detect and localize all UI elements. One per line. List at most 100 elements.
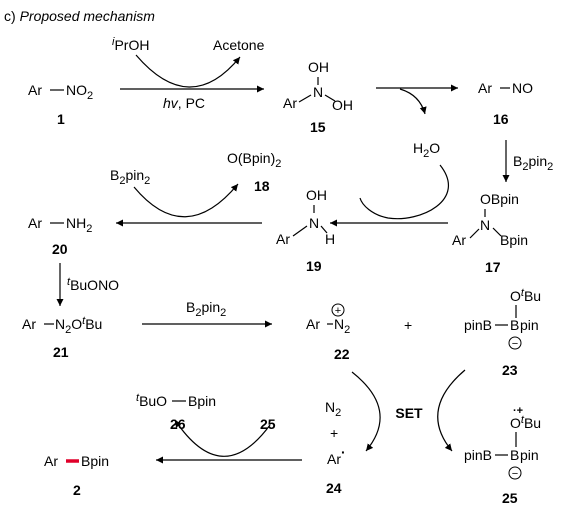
n-atom: N bbox=[313, 84, 323, 100]
n-atom: N bbox=[480, 217, 490, 233]
n2-label: N2 bbox=[325, 399, 341, 419]
charge-circle bbox=[508, 466, 522, 480]
charge-circle bbox=[508, 336, 522, 350]
pin-label: pin bbox=[520, 317, 539, 333]
b-atom: B bbox=[510, 447, 519, 463]
oh-top: OH bbox=[308, 59, 329, 75]
compound-1: Ar NO2 1 bbox=[28, 82, 93, 127]
diazoether-group: N2OtBu bbox=[55, 315, 102, 336]
obpin-label: OBpin bbox=[480, 191, 519, 207]
set-label: SET bbox=[395, 405, 423, 421]
compound-16: Ar NO 16 bbox=[478, 80, 533, 127]
aryl-radical: Ar· bbox=[327, 444, 346, 467]
compound-17: OBpin N Ar Bpin 17 bbox=[452, 191, 528, 275]
compound-number-25: 25 bbox=[502, 490, 518, 506]
bond bbox=[320, 225, 328, 234]
minus-charge: − bbox=[512, 468, 518, 480]
bond bbox=[324, 94, 336, 102]
reduction-arrow: B2pin2 bbox=[110, 167, 262, 227]
compound-number-21: 21 bbox=[53, 344, 69, 360]
borylation-arrow-down: B2pin2 bbox=[502, 140, 553, 182]
caption: c) Proposed mechanism bbox=[4, 8, 155, 24]
oh-right: OH bbox=[332, 97, 353, 113]
compound-22: + Ar N2 22 bbox=[306, 303, 350, 362]
compound-number-25-reagent: 25 bbox=[260, 416, 276, 432]
obpin2-label: O(Bpin)2 bbox=[227, 150, 281, 170]
nitroso-group: NO bbox=[512, 80, 533, 96]
set-arrow-left bbox=[351, 371, 381, 452]
curved-arrow bbox=[135, 54, 241, 88]
otbu-label: OtBu bbox=[510, 414, 541, 431]
ar-label: Ar bbox=[22, 316, 36, 332]
compound-18: O(Bpin)2 18 bbox=[227, 150, 281, 194]
set-arrow-right bbox=[437, 369, 466, 452]
compound-number-2: 2 bbox=[73, 482, 81, 498]
bpin-label: Bpin bbox=[500, 232, 528, 248]
bpin-product: Bpin bbox=[81, 453, 109, 469]
bond bbox=[492, 227, 502, 237]
compound-number-16: 16 bbox=[493, 111, 509, 127]
compound-25: ·+ OtBu pinB B pin − 25 bbox=[464, 405, 541, 506]
tbuo-bpin-label: tBuO bbox=[136, 392, 167, 409]
nitro-group: NO2 bbox=[66, 82, 93, 102]
oh-label: OH bbox=[306, 187, 327, 203]
ar-label: Ar bbox=[28, 215, 42, 231]
compound-number-22: 22 bbox=[334, 346, 350, 362]
ar-label: Ar bbox=[28, 82, 42, 98]
compound-number-24: 24 bbox=[326, 480, 342, 496]
b-atom: B bbox=[510, 317, 519, 333]
bpin-label: Bpin bbox=[188, 393, 216, 409]
compound-number-1: 1 bbox=[57, 111, 65, 127]
plus-charge: + bbox=[335, 305, 341, 317]
diazonium-group: N2 bbox=[334, 316, 350, 336]
curved-arrow bbox=[174, 419, 271, 457]
bond bbox=[298, 94, 312, 103]
conditions-label: hv, PC bbox=[163, 95, 205, 111]
ar-label: Ar bbox=[306, 316, 320, 332]
b2pin2-label: B2pin2 bbox=[513, 153, 553, 173]
h-atom: H bbox=[325, 231, 335, 247]
radical-cation-mark: ·+ bbox=[513, 405, 523, 417]
acetone-label: Acetone bbox=[213, 37, 265, 53]
hydrolysis-arrow bbox=[330, 164, 449, 227]
b2pin2-label: B2pin2 bbox=[186, 299, 226, 319]
plus-sign: + bbox=[330, 425, 338, 441]
pin-label: pin bbox=[520, 447, 539, 463]
tbuono-label: tBuONO bbox=[67, 276, 119, 293]
ar-label: Ar bbox=[276, 231, 290, 247]
n-atom: N bbox=[309, 215, 319, 231]
bond bbox=[292, 225, 308, 237]
water-curve bbox=[359, 164, 449, 220]
dehydration-arrow bbox=[376, 84, 458, 115]
reaction-arrow-photoreduction: iPrOH Acetone hv, PC bbox=[112, 36, 265, 111]
compound-2: Ar Bpin 2 bbox=[44, 453, 109, 498]
compound-number-17: 17 bbox=[485, 259, 501, 275]
pinb-label: pinB bbox=[464, 317, 492, 333]
final-borylation-arrow: tBuO Bpin 26 25 bbox=[136, 392, 302, 464]
compound-number-19: 19 bbox=[306, 258, 322, 274]
ipropanol-label: iPrOH bbox=[112, 36, 149, 53]
b2pin2-label: B2pin2 bbox=[110, 167, 150, 187]
minus-charge: − bbox=[512, 338, 518, 350]
compound-23: OtBu pinB B pin − 23 bbox=[464, 287, 541, 378]
compound-24: N2 + Ar· 24 bbox=[325, 399, 346, 496]
compound-number-15: 15 bbox=[310, 119, 326, 135]
compound-15: OH N Ar OH 15 bbox=[283, 59, 353, 135]
ar-label: Ar bbox=[478, 80, 492, 96]
amine-group: NH2 bbox=[66, 215, 92, 235]
ar-label: Ar bbox=[452, 232, 466, 248]
plus-sign: + bbox=[404, 317, 412, 333]
compound-number-18: 18 bbox=[254, 178, 270, 194]
compound-19: OH N Ar H 19 bbox=[276, 187, 335, 274]
diazotization-arrow: tBuONO bbox=[56, 263, 119, 306]
compound-21: Ar N2OtBu 21 bbox=[22, 315, 102, 360]
borylation-arrow: B2pin2 bbox=[142, 299, 272, 328]
compound-number-26: 26 bbox=[170, 416, 186, 432]
curved-arrow bbox=[399, 88, 427, 115]
charge-circle bbox=[331, 303, 345, 317]
water-label: H2O bbox=[413, 140, 440, 160]
pinb-label: pinB bbox=[464, 447, 492, 463]
bond bbox=[469, 228, 480, 239]
compound-number-20: 20 bbox=[52, 241, 68, 257]
